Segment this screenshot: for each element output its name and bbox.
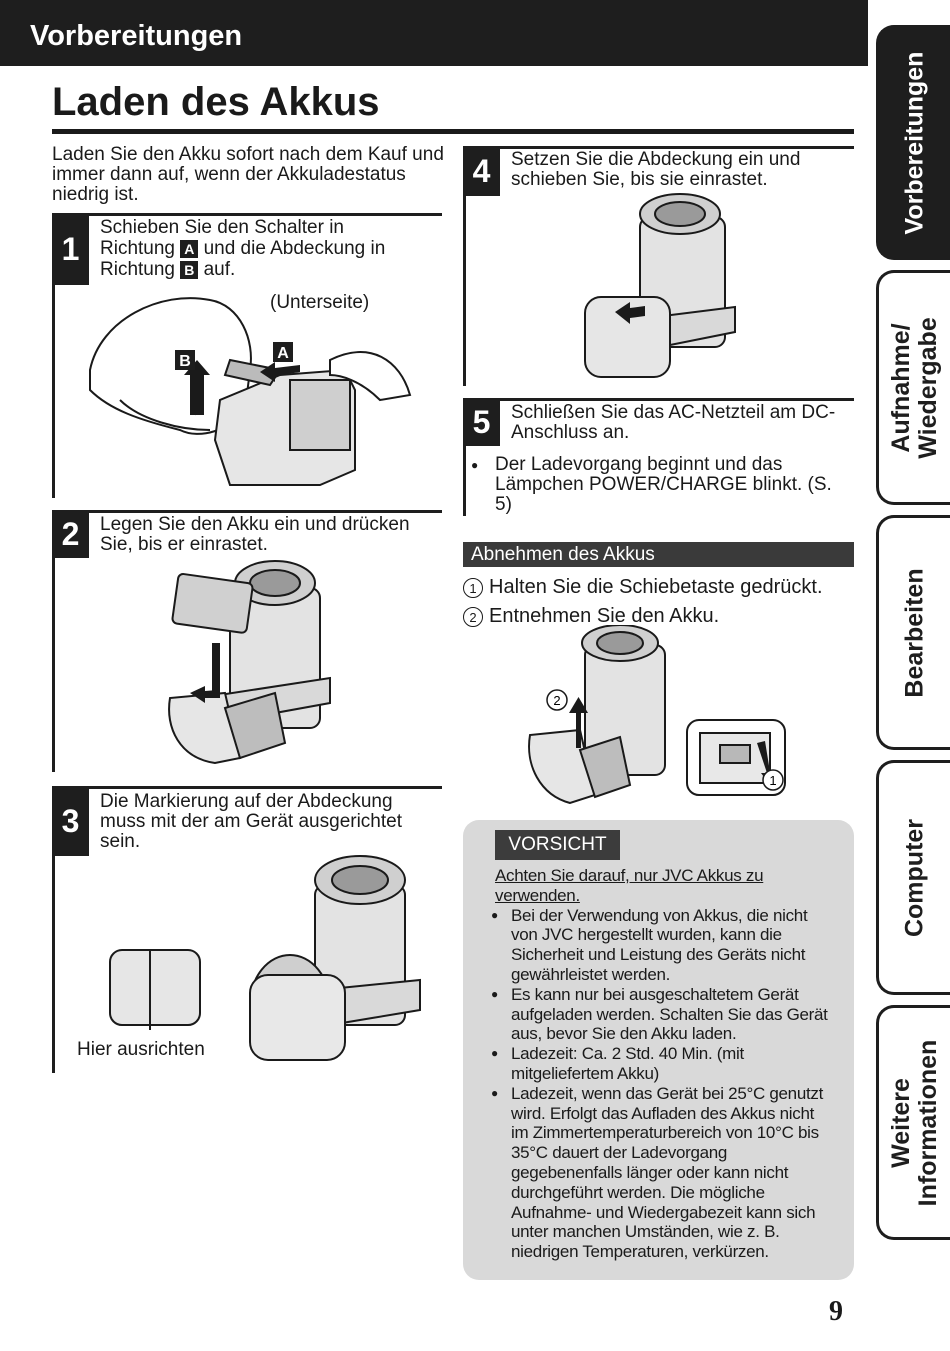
removal-step-1-mark: 1 <box>463 577 483 598</box>
key-a-badge: A <box>180 239 199 258</box>
tab-weitere-label-2: Informationen <box>913 1039 942 1206</box>
step-3-text: Die Markierung auf der Abdeckung muss mi… <box>100 791 402 852</box>
step-2-illustration <box>168 560 331 765</box>
caution-bullet-2: Es kann nur bei ausgeschaltetem Gerät au… <box>491 985 830 1044</box>
illus-label-a: A <box>277 345 289 362</box>
removal-step-2: 2 Entnehmen Sie den Akku. <box>463 602 823 631</box>
step-5-rule <box>463 398 854 401</box>
removal-step-2-text: Entnehmen Sie den Akku. <box>489 605 720 627</box>
step-5-text: Schließen Sie das AC-Netzteil am DC-Ansc… <box>511 402 836 443</box>
tab-bearbeiten[interactable]: Bearbeiten <box>876 515 950 750</box>
step-1-number: 1 <box>52 213 89 285</box>
step-3-rule <box>52 786 442 789</box>
tab-weitere-informationen[interactable]: Weitere Informationen <box>876 1005 950 1240</box>
step-1-caption: (Unterseite) <box>270 292 370 313</box>
tab-weitere-label: Weitere Informationen <box>886 1039 942 1206</box>
removal-steps: 1 Halten Sie die Schiebetaste gedrückt. 2… <box>463 573 823 631</box>
step-4-illustration <box>584 193 736 378</box>
step-2-number: 2 <box>52 510 89 558</box>
step-4-side-rule <box>463 146 466 386</box>
tab-computer[interactable]: Computer <box>876 760 950 995</box>
step-1-line-3b: auf. <box>203 259 236 280</box>
step-5-note: Der Ladevorgang beginnt und das Lämpchen… <box>471 455 845 515</box>
section-header-title: Vorbereitungen <box>30 20 243 52</box>
key-b-badge: B <box>180 260 199 279</box>
step-1-line-2a: Richtung <box>100 238 175 259</box>
step-4-number: 4 <box>463 146 500 196</box>
step-3-illustration <box>109 855 421 1061</box>
step-4-text: Setzen Sie die Abdeckung ein und schiebe… <box>511 149 801 190</box>
caution-bullet-4: Ladezeit, wenn das Gerät bei 25°C genutz… <box>491 1084 830 1262</box>
section-header-bar: Vorbereitungen <box>0 0 868 66</box>
tab-aufnahme-label-1: Aufnahme/ <box>886 322 915 453</box>
step-1-illustration: B A <box>89 297 412 486</box>
step-4-rule <box>463 146 854 149</box>
step-1-text: Schieben Sie den Schalter in Richtung A … <box>100 218 440 280</box>
step-2-text: Legen Sie den Akku ein und drücken Sie, … <box>100 514 410 555</box>
step-1-side-rule <box>52 213 55 498</box>
intro-text: Laden Sie den Akku sofort nach dem Kauf … <box>52 144 444 205</box>
removal-step-1-text: Halten Sie die Schiebetaste gedrückt. <box>489 576 823 598</box>
step-1-line-1: Schieben Sie den Schalter in <box>100 217 344 238</box>
removal-heading: Abnehmen des Akkus <box>463 542 854 567</box>
page-title: Laden des Akkus <box>52 80 380 124</box>
removal-illustration: 2 1 <box>528 625 786 805</box>
step-5-number: 5 <box>463 398 500 446</box>
step-2-side-rule <box>52 510 55 772</box>
caution-label: VORSICHT <box>495 830 620 860</box>
tab-vorbereitungen[interactable]: Vorbereitungen <box>876 25 950 260</box>
step-3-side-rule <box>52 786 55 1073</box>
caution-content: Achten Sie darauf, nur JVC Akkus zu verw… <box>491 866 830 1262</box>
tab-weitere-label-1: Weitere <box>886 1077 915 1168</box>
tab-vorbereitungen-label: Vorbereitungen <box>900 51 928 234</box>
page-number: 9 <box>829 1296 843 1327</box>
tab-aufnahme-label-2: Wiedergabe <box>913 316 942 459</box>
tab-bearbeiten-label: Bearbeiten <box>900 567 928 698</box>
tab-computer-label: Computer <box>900 818 928 937</box>
step-5-bullet: Der Ladevorgang beginnt und das Lämpchen… <box>471 455 845 515</box>
step-1-line-3a: Richtung <box>100 259 175 280</box>
tab-aufnahme-wiedergabe-label: Aufnahme/ Wiedergabe <box>886 316 942 459</box>
removal-step-2-mark: 2 <box>463 606 483 627</box>
fig-mark-1: 1 <box>769 773 776 788</box>
tab-aufnahme-wiedergabe[interactable]: Aufnahme/ Wiedergabe <box>876 270 950 505</box>
fig-mark-2: 2 <box>553 693 560 708</box>
caution-lead: Achten Sie darauf, nur JVC Akkus zu verw… <box>495 866 764 905</box>
step-3-number: 3 <box>52 786 89 856</box>
step-2-rule <box>52 510 442 513</box>
caution-bullet-1: Bei der Verwendung von Akkus, die nicht … <box>491 906 830 985</box>
step-5-side-rule <box>463 398 466 516</box>
caution-bullet-3: Ladezeit: Ca. 2 Std. 40 Min. (mit mitgel… <box>491 1044 830 1084</box>
step-3-caption: Hier ausrichten <box>77 1039 205 1060</box>
step-1-line-2b: und die Abdeckung in <box>203 238 386 259</box>
step-1-rule <box>52 213 442 216</box>
title-divider <box>52 129 854 134</box>
illus-label-b: B <box>179 353 191 370</box>
removal-step-1: 1 Halten Sie die Schiebetaste gedrückt. <box>463 573 823 602</box>
